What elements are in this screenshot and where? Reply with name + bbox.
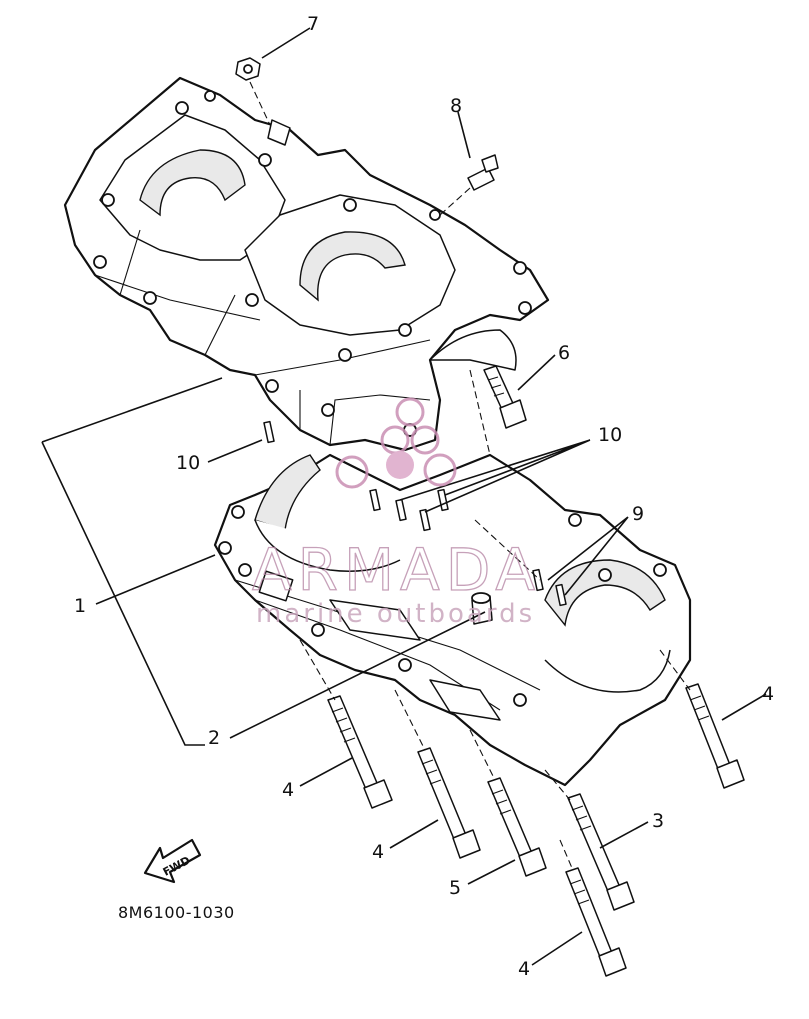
callout-9: 9 [632,503,644,525]
watermark: ARMADA marine outboards [251,397,541,629]
watermark-logo-icon [335,397,457,489]
callout-4-a: 4 [282,779,294,801]
lower-crankcase [213,453,692,787]
dowel-pins [263,420,567,607]
callout-6: 6 [558,342,570,364]
watermark-brand: ARMADA [252,536,541,604]
callout-labels: 7 8 6 10 10 9 1 2 4 4 4 4 5 3 [74,13,774,980]
fwd-arrow: FWD [143,838,202,884]
callout-1: 1 [74,595,86,617]
callout-4-c: 4 [762,683,774,705]
bolt-6 [483,365,527,429]
callout-5: 5 [449,877,461,899]
part-code: 8M6100-1030 [118,903,235,922]
leader-lines [41,27,767,966]
callout-7: 7 [307,13,319,35]
callout-3: 3 [652,810,664,832]
callout-4-d: 4 [518,958,530,980]
upper-crankcase [63,76,550,452]
assembly-lines [299,369,691,869]
bolts [327,683,745,977]
callout-10-left: 10 [176,452,200,474]
callout-2: 2 [208,727,220,749]
callout-10-right: 10 [598,424,622,446]
watermark-tagline: marine outboards [256,599,535,629]
callout-8: 8 [450,95,462,117]
nut-and-fitting [235,57,499,216]
callout-4-b: 4 [372,841,384,863]
